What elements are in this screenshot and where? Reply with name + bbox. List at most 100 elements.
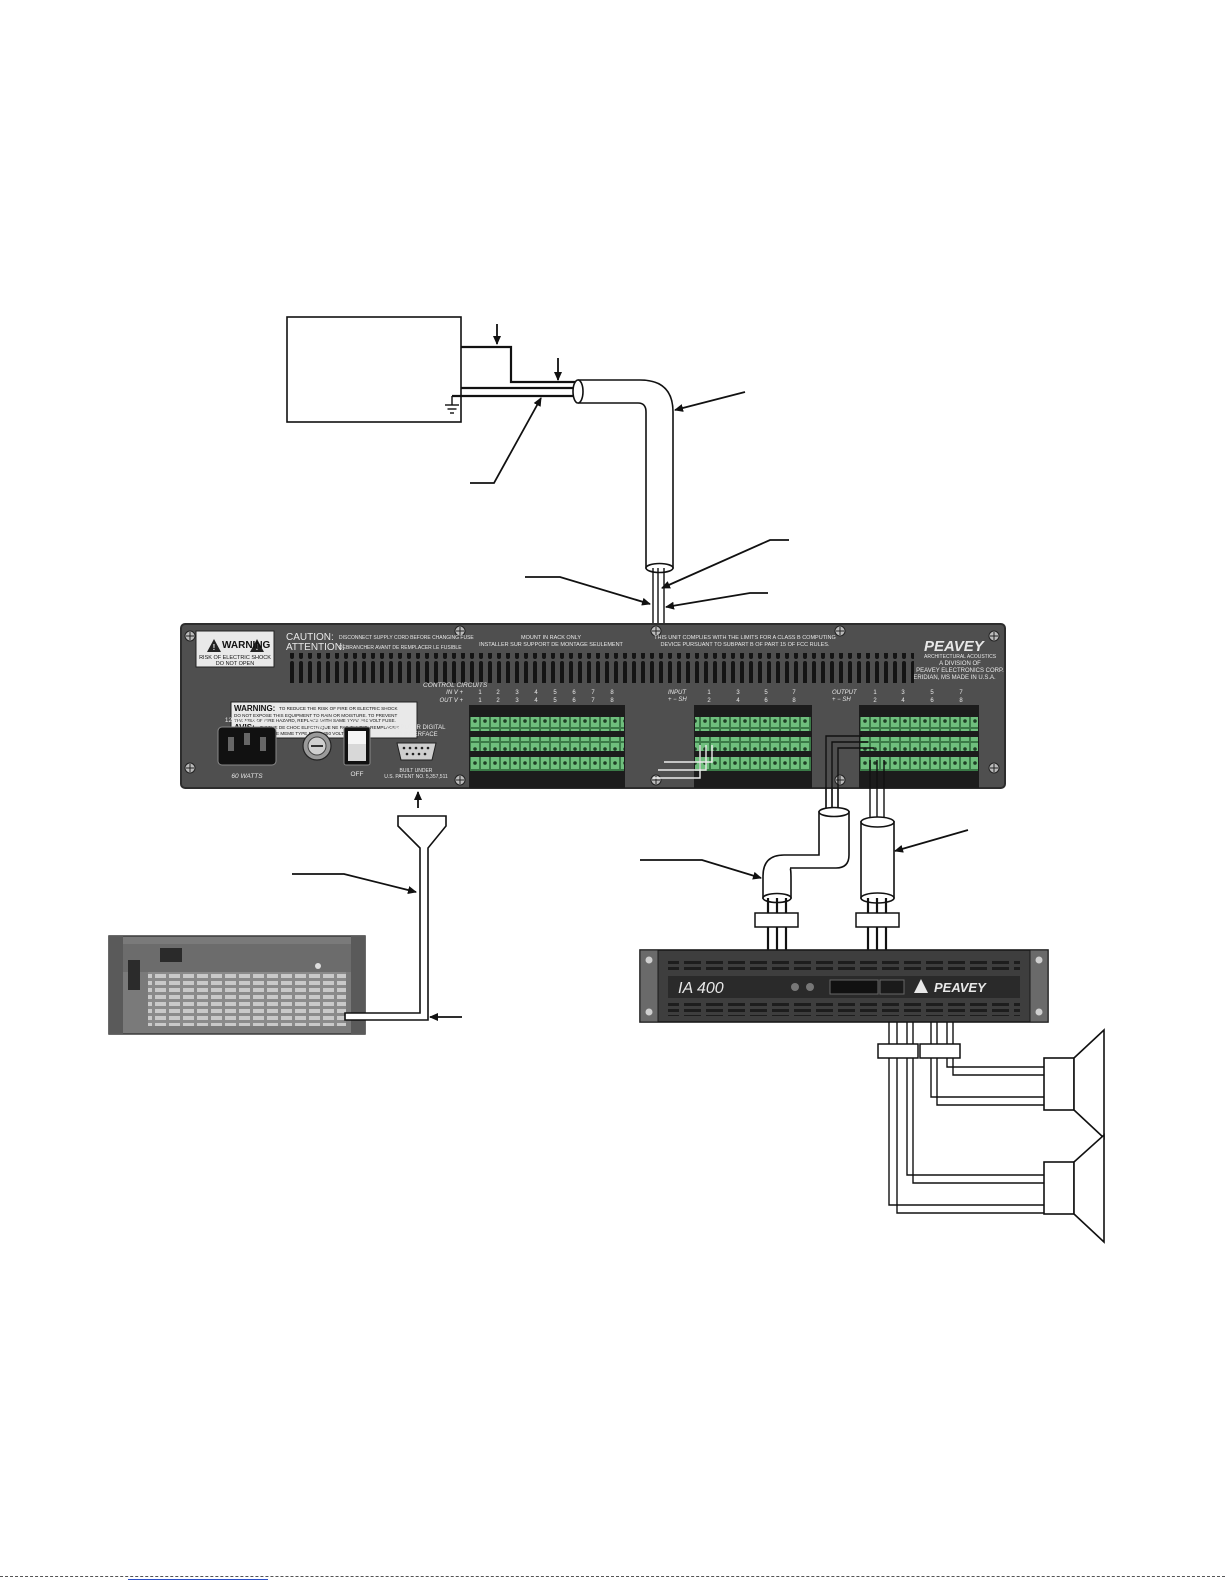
input-num: 5 — [764, 690, 768, 696]
fcc-line-2: DEVICE PURSUANT TO SUBPART B OF PART 15 … — [660, 642, 829, 648]
fcc-line-1: THIS UNIT COMPLIES WITH THE LIMITS FOR A… — [654, 635, 836, 641]
input-label: INPUT — [668, 690, 687, 696]
control-terminal-block[interactable] — [470, 757, 624, 771]
output-num: 5 — [930, 690, 934, 696]
division-line-3: MERIDIAN, MS MADE IN U.S.A. — [908, 675, 996, 681]
control-out-num: 4 — [534, 698, 538, 704]
brand-logo: PEAVEY — [924, 638, 986, 655]
footer-link-underline — [128, 1579, 268, 1580]
control-out-num: 1 — [478, 698, 482, 704]
rack-device-panel: ! ! WARNING RISK OF ELECTRIC SHOCK DO NO… — [180, 623, 1006, 789]
control-terminal-block[interactable] — [470, 717, 624, 731]
output-num: 4 — [901, 698, 905, 704]
speaker-wiring — [877, 1022, 1044, 1214]
attention-label: ATTENTION: — [286, 642, 345, 653]
warning2-line-1: TO REDUCE THE RISK OF FIRE OR ELECTRIC S… — [279, 706, 398, 711]
peavey-triangle-logo-icon — [914, 979, 928, 993]
output-num: 1 — [873, 690, 877, 696]
amp-input-connectors — [754, 898, 900, 952]
power-inlet-icon — [217, 726, 277, 766]
input-terminal-wiring — [653, 745, 713, 779]
power-in-label: 120 VAC 60 Hz — [225, 717, 269, 724]
mount-line-1: MOUNT IN RACK ONLY — [521, 635, 581, 641]
ground-symbol-icon — [445, 404, 459, 414]
avis-line-2: PAR UN FUSIBLE DE MEME TYPE ET DE 250 VO… — [234, 731, 348, 736]
control-out-row-label: OUT V + — [439, 698, 463, 704]
control-in-row-label: IN V + — [446, 690, 463, 696]
patent-line-2: U.S. PATENT NO. 5,357,511 — [384, 774, 448, 780]
rack-screw-icon — [184, 625, 1000, 786]
control-out-num: 2 — [496, 698, 500, 704]
input-terminal-block[interactable] — [695, 737, 811, 751]
power-switch[interactable] — [343, 726, 371, 766]
warning2-line-3: THE RISK OF FIRE HAZARD, REPLACE WITH SA… — [234, 718, 396, 723]
control-in-num: 1 — [478, 690, 482, 696]
svg-text:!: ! — [213, 643, 216, 652]
control-in-num: 6 — [572, 690, 576, 696]
watts-label: 60 WATTS — [231, 773, 263, 780]
off-label: OFF — [351, 771, 364, 778]
control-out-num: 8 — [610, 698, 614, 704]
control-out-num: 5 — [553, 698, 557, 704]
output-terminal-block[interactable] — [860, 717, 978, 731]
input-num: 7 — [792, 690, 796, 696]
output-sub-label: + − SH — [832, 697, 851, 703]
callout-leader — [470, 397, 542, 484]
shielded-cable-output-b — [860, 821, 895, 899]
power-switch-label: POWER — [345, 717, 370, 724]
shielded-cable-output-a — [762, 811, 850, 899]
fuse-label-2: 1 AMP — [308, 725, 326, 731]
input-num: 1 — [707, 690, 711, 696]
callout-leader — [674, 391, 746, 412]
shock-line-1: RISK OF ELECTRIC SHOCK — [199, 655, 271, 661]
control-in-num: 7 — [591, 690, 595, 696]
warning2-label: WARNING: — [234, 704, 275, 713]
shock-line-2: DO NOT OPEN — [216, 661, 254, 667]
rack-computer — [108, 935, 366, 1035]
patent-line-1: BUILT UNDER — [400, 768, 433, 774]
cable-end-ring — [860, 816, 895, 828]
fuse-label-1: FUSE — [309, 718, 325, 724]
input-num: 4 — [736, 698, 740, 704]
division-line-1: A DIVISION OF — [939, 661, 981, 667]
input-terminal-block[interactable] — [695, 717, 811, 731]
control-terminal-block[interactable] — [470, 737, 624, 751]
mount-line-2: INSTALLER SUR SUPPORT DE MONTAGE SEULEME… — [479, 642, 623, 648]
caution-text: DISCONNECT SUPPLY CORD BEFORE CHANGING F… — [339, 635, 474, 641]
output-num: 2 — [873, 698, 877, 704]
computer-interface-cable — [344, 815, 447, 1021]
output-num: 6 — [930, 698, 934, 704]
warning2-line-2: DO NOT EXPOSE THIS EQUIPMENT TO RAIN OR … — [234, 713, 397, 718]
output-wiring — [825, 735, 885, 810]
source-wires — [451, 345, 578, 405]
caution-label: CAUTION: — [286, 632, 334, 643]
output-num: 8 — [959, 698, 963, 704]
output-terminal-block[interactable] — [860, 757, 978, 771]
callout-leader — [894, 829, 969, 853]
division-line-2: PEAVEY ELECTRONICS CORP. — [916, 668, 1004, 674]
callout-leader — [640, 859, 762, 880]
warning-badge-text: WARNING — [222, 640, 271, 651]
output-num: 7 — [959, 690, 963, 696]
control-out-num: 3 — [515, 698, 519, 704]
amp-model: IA 400 — [678, 980, 724, 997]
input-channel-numbers: 1 2 3 4 5 6 7 8 — [707, 690, 796, 704]
control-in-num: 2 — [496, 690, 500, 696]
control-out-num: 6 — [572, 698, 576, 704]
input-terminal-block[interactable] — [695, 757, 811, 771]
output-terminal-block[interactable] — [860, 737, 978, 751]
attention-text: DEBRANCHER AVANT DE REMPLACER LE FUSIBLE — [339, 645, 462, 651]
control-in-num: 8 — [610, 690, 614, 696]
shielded-cable-top — [578, 379, 674, 569]
speaker-icon — [1043, 1028, 1105, 1140]
brand-sub: ARCHITECTURAL ACOUSTICS — [924, 654, 997, 660]
control-circuit-numbers: 1 2 3 4 5 6 7 8 1 2 3 4 5 6 7 8 — [478, 690, 614, 704]
avis-line-1: RISQUE DE CHOC ELECTRIQUE NE PAS OUVRIR.… — [260, 725, 399, 730]
db9-port-icon — [396, 742, 437, 761]
input-num: 8 — [792, 698, 796, 704]
input-num: 2 — [707, 698, 711, 704]
control-circuits-label: CONTROL CIRCUITS — [423, 682, 488, 689]
cable-end-ring — [818, 806, 850, 818]
warning-triangle-icon: ! ! — [207, 639, 264, 652]
